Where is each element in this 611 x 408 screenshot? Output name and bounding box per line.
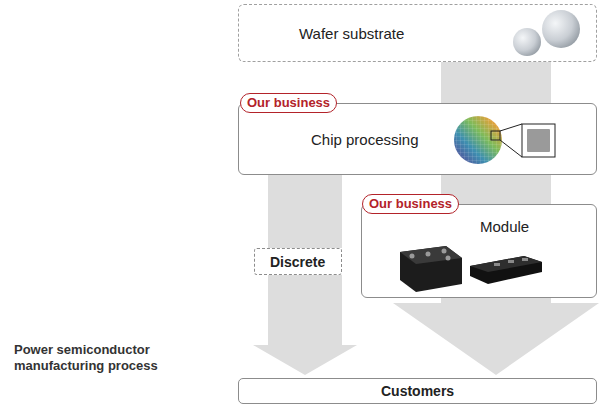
node-label: Wafer substrate — [299, 25, 404, 43]
chip-illustration — [454, 116, 555, 164]
module-illustration — [400, 246, 542, 292]
process-caption: Power semiconductor manufacturing proces… — [14, 342, 164, 374]
stage-box: Our businessModule — [361, 204, 597, 298]
node-label: Module — [480, 218, 529, 236]
customers-box: Customers — [238, 378, 597, 404]
stage-box: Our businessChip processing — [238, 103, 597, 175]
node-label: Chip processing — [311, 131, 419, 149]
business-tag: Our business — [240, 93, 337, 113]
discrete-box: Discrete — [254, 248, 342, 275]
flow-arrow — [393, 298, 599, 375]
flow-arrow — [441, 62, 551, 103]
flow-arrow — [253, 275, 357, 375]
wafer-illustration — [513, 10, 580, 56]
stage-box: Wafer substrate — [238, 4, 597, 62]
node-label: Customers — [381, 382, 454, 400]
flow-arrow — [268, 175, 342, 248]
business-tag: Our business — [362, 194, 459, 214]
node-label: Discrete — [270, 253, 325, 271]
